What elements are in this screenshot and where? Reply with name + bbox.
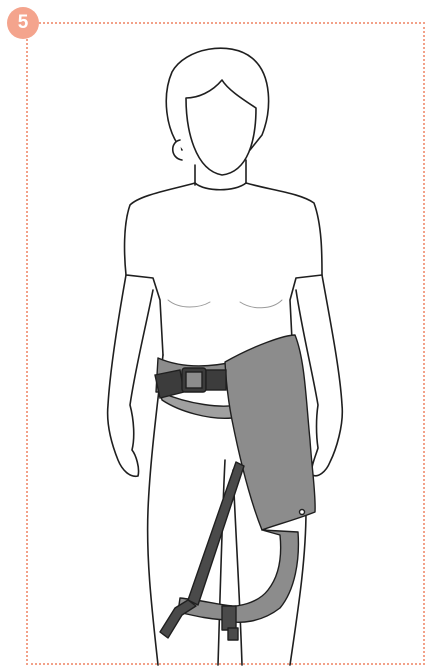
step-number: 5 (18, 12, 29, 34)
step-number-badge: 5 (7, 7, 39, 39)
woman-figure-icon (108, 48, 343, 665)
waist-buckle-icon (155, 368, 226, 398)
